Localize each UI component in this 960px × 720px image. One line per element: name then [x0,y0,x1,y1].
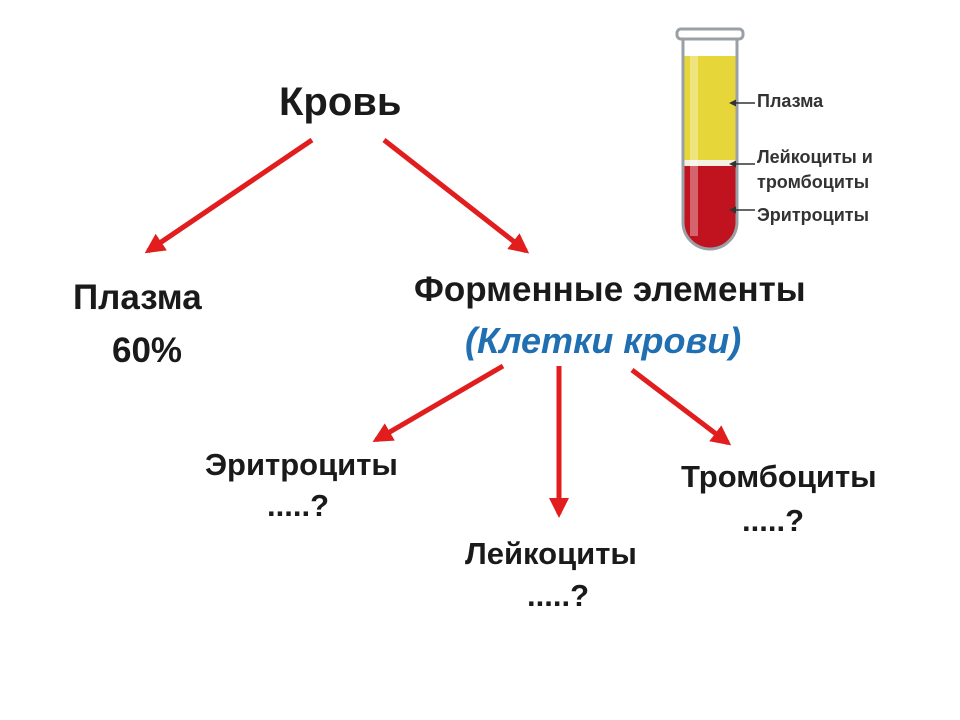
root-title-blood: Кровь [279,80,402,124]
formed-elements-title: Форменные элементы [414,270,806,309]
leukocytes-title: Лейкоциты [465,536,637,571]
arrow-blood-to-plasma [144,137,314,254]
tube-label-leukocytes-line1: Лейкоциты и [757,147,873,167]
thrombocytes-title: Тромбоциты [681,459,877,494]
tube-buffy-coat-layer [683,160,737,168]
arrow-formed-to-erythrocytes [372,363,505,443]
formed-elements-subtitle: (Клетки крови) [465,320,742,361]
plasma-percent: 60% [112,331,183,370]
tube-label-erythrocytes: Эритроциты [757,205,869,225]
tube-rim [675,27,745,41]
tube-pointer-leukocytes-head [729,160,736,168]
erythrocytes-placeholder: .....? [267,488,329,523]
tube-label-leukocytes-line2: тромбоциты [757,172,870,192]
tube-plasma-layer [683,56,737,166]
tube-pointer-erythrocytes-head [729,206,736,214]
tube-highlight [690,56,698,236]
tube-glass-outline [681,38,739,251]
leukocytes-placeholder: .....? [527,578,589,613]
tube-pointer-plasma-head [729,99,736,107]
tube-red-cell-layer [683,166,737,249]
tube-label-plasma: Плазма [757,91,824,111]
arrow-blood-to-formed-elements [382,138,530,254]
erythrocytes-title: Эритроциты [205,447,398,482]
thrombocytes-placeholder: .....? [742,503,804,538]
plasma-title: Плазма [73,278,202,317]
arrow-formed-to-thrombocytes [630,368,732,446]
